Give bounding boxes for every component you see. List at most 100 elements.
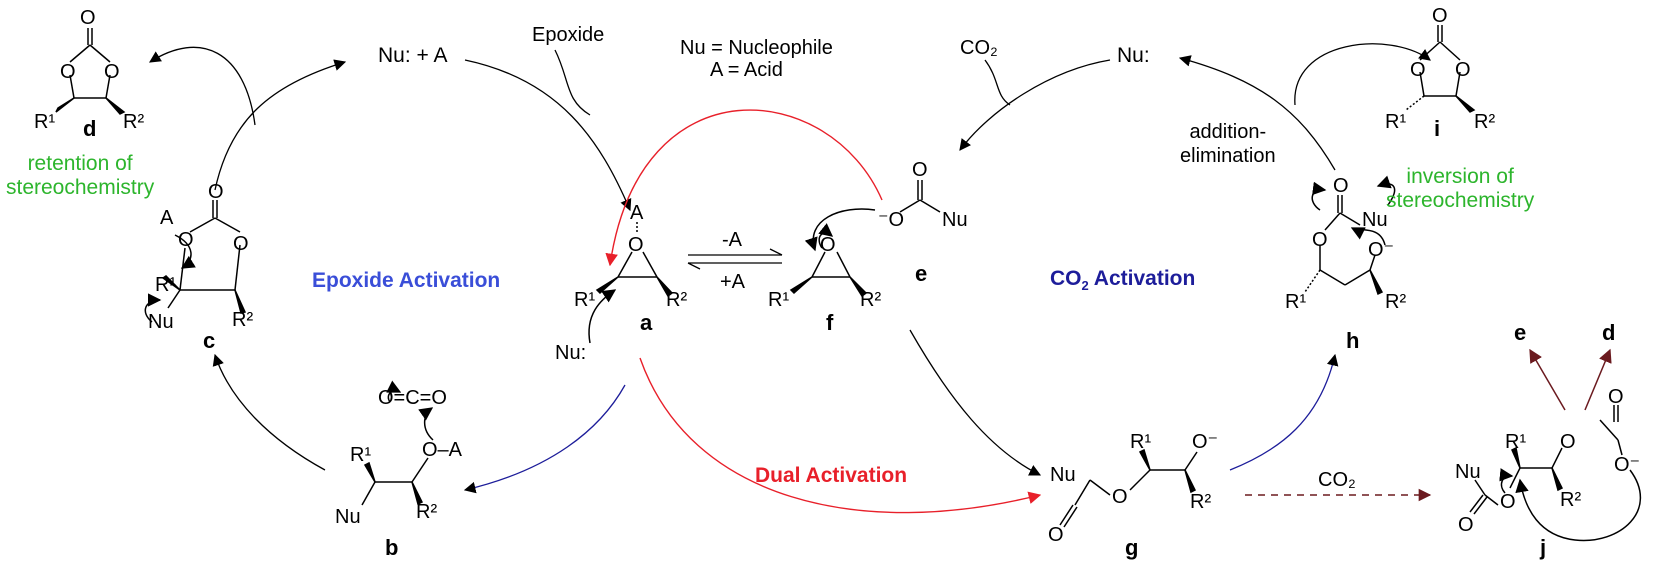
atom-g-r2: R² [1190, 491, 1212, 513]
atom-f-r1: R¹ [768, 289, 790, 311]
nu-plus-acid: Nu: + A [378, 44, 448, 67]
atom-j-r2: R² [1560, 489, 1582, 511]
atom-c-o2: O [233, 233, 249, 255]
molecule-h [1304, 175, 1396, 296]
atom-c-a: A [160, 207, 174, 229]
arrow-nu-to-e [959, 59, 1111, 151]
compound-label-b: b [385, 535, 399, 560]
atom-i-r1: R¹ [1385, 111, 1407, 133]
arrow-j-to-e [1529, 348, 1566, 411]
atom-c-o1: O [178, 229, 194, 251]
atom-a-nu: Nu: [555, 342, 587, 364]
atom-d-o2: O [104, 61, 120, 83]
atom-d-r2: R² [123, 111, 145, 133]
atom-a-acid: A [630, 202, 644, 224]
compound-label-i: i [1434, 116, 1441, 141]
atom-g-o: O [1112, 486, 1128, 508]
compound-label-g: g [1125, 535, 1139, 560]
atom-a-r1: R¹ [574, 289, 596, 311]
atom-i-r2: R² [1474, 111, 1496, 133]
compound-label-f: f [826, 310, 834, 335]
compound-label-e: e [915, 261, 928, 286]
co2-activation-label: CO2 Activation [1050, 267, 1196, 294]
atom-j-carbonyl-o: O [1458, 514, 1474, 536]
molecule-e [899, 180, 941, 213]
atom-h-o: O [1312, 229, 1328, 251]
atom-b-o-a: O–A [422, 439, 463, 461]
arrow-j-to-d [1584, 348, 1612, 411]
arrow-a-to-b [463, 384, 626, 494]
arrow-g-to-h [1229, 353, 1339, 471]
atom-h-carbonyl-o: O [1333, 175, 1349, 197]
atom-c-r1: R¹ [155, 274, 177, 296]
atom-j-o-minus: O⁻ [1614, 454, 1641, 476]
molecule-a [588, 222, 674, 344]
atom-c-r2: R² [232, 309, 254, 331]
atom-d-r1: R¹ [34, 111, 56, 133]
atom-j-o-link: O [1560, 431, 1576, 453]
atom-h-r2: R² [1385, 291, 1407, 313]
atom-e-nu: Nu [942, 209, 968, 231]
atom-b-oco: O=C=O [378, 387, 447, 409]
molecule-g [1059, 448, 1198, 528]
arrow-c-to-nu [214, 59, 347, 191]
atom-e-o-minus: ⁻O [878, 209, 905, 231]
atom-i-o1: O [1410, 59, 1426, 81]
red-arrow-e-to-a [605, 109, 883, 267]
arrow-h-to-nu [1178, 55, 1336, 171]
arrow-nu-to-a [464, 59, 632, 212]
arrow-epoxide-join [554, 49, 591, 116]
molecule-d [55, 28, 126, 115]
compound-label-j: j [1540, 535, 1547, 560]
atom-j-nu: Nu [1455, 461, 1481, 483]
atom-g-carbonyl-o: O [1048, 524, 1064, 546]
atom-c-carbonyl-o: O [208, 181, 224, 203]
molecule-i [1405, 25, 1476, 113]
molecule-f [789, 208, 876, 298]
atom-a-r2: R² [666, 289, 688, 311]
dual-activation-label: Dual Activation [755, 464, 908, 487]
legend-nucleophile: Nu = Nucleophile [680, 37, 833, 59]
red-arrow-a-to-g [639, 357, 1042, 514]
arrow-co2-join [984, 59, 1011, 106]
epoxide-activation-label: Epoxide Activation [312, 269, 501, 292]
atom-g-nu: Nu [1050, 464, 1076, 486]
atom-a-o: O [628, 234, 644, 256]
legend-acid: A = Acid [710, 59, 783, 81]
atom-j-r1: R¹ [1505, 431, 1527, 453]
atom-b-r1: R¹ [350, 444, 372, 466]
atom-f-r2: R² [860, 289, 882, 311]
nu-right: Nu: [1117, 44, 1150, 67]
atom-b-nu: Nu [335, 506, 361, 528]
inversion-note: inversion of stereochemistry [1386, 165, 1535, 213]
atom-d-o1: O [60, 61, 76, 83]
atom-j-o: O [1500, 491, 1516, 513]
molecule-j [1469, 405, 1642, 542]
epoxide-label: Epoxide [532, 24, 605, 46]
arrow-to-i [1294, 43, 1431, 106]
compound-label-c: c [203, 328, 216, 353]
arrow-b-to-c [212, 353, 326, 471]
arrow-to-d [149, 46, 256, 126]
product-label-e: e [1514, 320, 1527, 345]
molecule-c [144, 200, 247, 323]
atom-b-r2: R² [416, 501, 438, 523]
atom-d-carbonyl-o: O [80, 7, 96, 29]
equilibrium-reverse-label: +A [720, 271, 746, 293]
compound-label-h: h [1346, 328, 1360, 353]
equilibrium-forward-label: -A [722, 229, 742, 251]
atom-h-nu: Nu [1362, 209, 1388, 231]
co2-top-label: CO₂ [960, 37, 998, 59]
atom-j-carbonyl-o2: O [1608, 386, 1624, 408]
molecule-b [361, 380, 434, 506]
atom-h-r1: R¹ [1285, 291, 1307, 313]
atom-h-o-minus: O⁻ [1368, 239, 1395, 261]
atom-i-o2: O [1455, 59, 1471, 81]
product-label-d: d [1602, 320, 1616, 345]
retention-note: retention of stereochemistry [6, 152, 155, 200]
atom-i-carbonyl-o: O [1432, 5, 1448, 27]
compound-label-a: a [640, 310, 653, 335]
co2-bottom-label: CO₂ [1318, 469, 1356, 491]
